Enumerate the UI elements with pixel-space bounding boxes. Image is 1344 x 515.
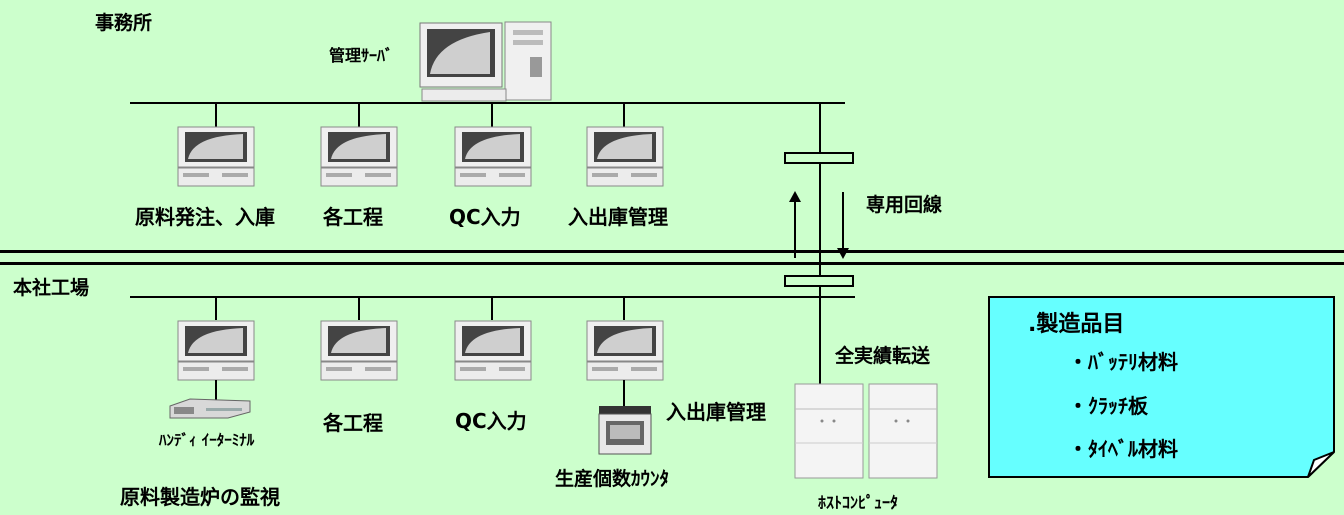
office-pc-icon <box>586 126 664 187</box>
office-terminal-label: QC入力 <box>449 205 521 229</box>
factory-drop-line <box>215 296 217 320</box>
factory-label: 本社工場 <box>13 277 90 299</box>
product-item: ・ｸﾗｯﾁ板 <box>1068 394 1148 418</box>
office-connector-box <box>784 152 854 164</box>
product-item: ・ﾊﾞｯﾃﾘ材料 <box>1068 350 1178 374</box>
counter-link <box>623 380 625 408</box>
up-arrow-icon <box>789 191 801 258</box>
handy-terminal-icon <box>169 398 251 419</box>
office-drop-line <box>358 102 360 128</box>
product-list-note <box>988 296 1335 478</box>
server-computer-icon <box>419 21 552 102</box>
factory-connector-box <box>784 275 854 287</box>
factory-pc-icon <box>454 320 532 381</box>
handy-terminal-label: ﾊﾝﾃﾞｨ ｲｰﾀｰﾐﾅﾙ <box>159 431 255 449</box>
office-pc-icon <box>320 126 398 187</box>
product-list-title: .製造品目 <box>1028 312 1125 337</box>
office-network-bus <box>130 102 845 104</box>
host-computer-icon <box>794 383 938 479</box>
product-item: ・ﾀｲﾍﾞﾙ材料 <box>1068 437 1178 461</box>
factory-drop-line <box>491 296 493 320</box>
office-drop-line <box>215 102 217 128</box>
host-computer-label: ﾎｽﾄｺﾝﾋﾟｭｰﾀ <box>818 493 899 512</box>
transfer-label: 全実績転送 <box>835 345 931 367</box>
leased-line-label: 専用回線 <box>866 194 943 216</box>
furnace-monitor-label: 原料製造炉の監視 <box>120 485 280 509</box>
office-terminal-label: 各工程 <box>323 205 383 229</box>
factory-terminal-label: QC入力 <box>455 409 527 433</box>
office-terminal-label: 原料発注、入庫 <box>135 205 275 229</box>
server-label: 管理ｻｰﾊﾞ <box>329 46 394 65</box>
office-drop-line <box>623 102 625 128</box>
leased-line-trunk <box>819 102 821 384</box>
office-pc-icon <box>454 126 532 187</box>
office-drop-line <box>491 102 493 128</box>
factory-terminal-label: 入出庫管理 <box>666 400 766 424</box>
production-counter-icon <box>598 406 652 455</box>
site-separator-line <box>0 262 1344 265</box>
office-pc-icon <box>177 126 255 187</box>
factory-pc-icon <box>320 320 398 381</box>
office-terminal-label: 入出庫管理 <box>568 205 668 229</box>
factory-drop-line <box>623 296 625 320</box>
handy-terminal-link <box>215 380 217 402</box>
office-label: 事務所 <box>95 12 153 34</box>
factory-pc-icon <box>177 320 255 381</box>
counter-label: 生産個数ｶｳﾝﾀ <box>555 468 670 490</box>
site-separator-line <box>0 250 1344 253</box>
factory-drop-line <box>358 296 360 320</box>
factory-pc-icon <box>586 320 664 381</box>
factory-terminal-label: 各工程 <box>323 411 383 435</box>
